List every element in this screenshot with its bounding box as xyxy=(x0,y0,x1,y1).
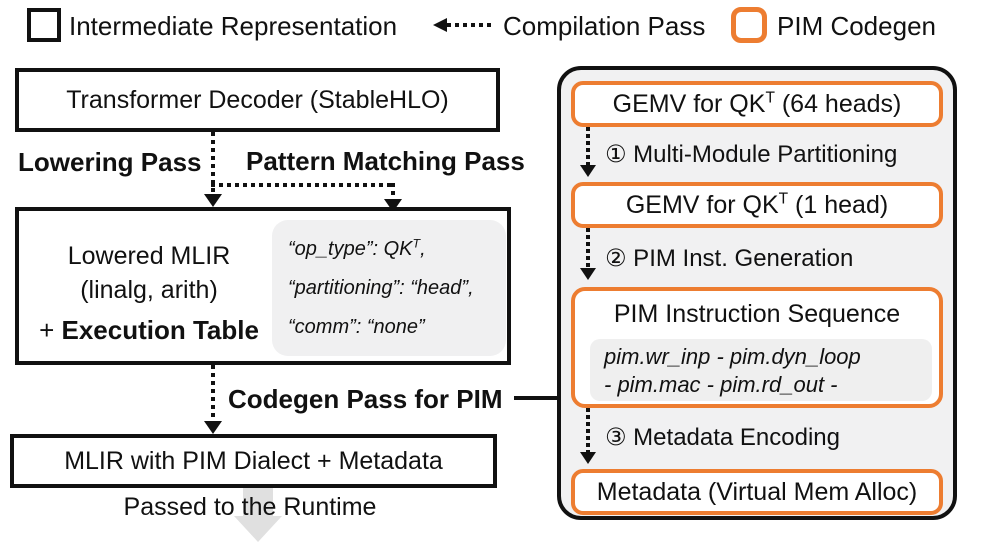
mlir-pim-dialect-box: MLIR with PIM Dialect + Metadata xyxy=(10,434,497,488)
gemv-1-head-box: GEMV for QKT (1 head) xyxy=(571,182,943,228)
gemv1-sup: T xyxy=(778,190,789,208)
arrow-down-icon xyxy=(204,194,222,207)
transformer-decoder-box: Transformer Decoder (StableHLO) xyxy=(15,68,500,132)
gemv64-sup: T xyxy=(765,89,775,107)
dotted-branch-line xyxy=(391,183,395,200)
arrow-down-icon xyxy=(580,452,596,464)
runtime-arrowhead-icon xyxy=(234,516,282,542)
step3-metadata-encoding-label: ③ Metadata Encoding xyxy=(605,424,840,451)
lowered-mlir-label: Lowered MLIR (linalg, arith) xyxy=(23,239,275,307)
lowering-pass-label: Lowering Pass xyxy=(18,147,202,177)
dotted-arrow-line xyxy=(211,132,215,194)
execution-table-text: Execution Table xyxy=(61,315,259,345)
op-type-pre: “op_type”: QK xyxy=(288,238,413,260)
execution-table-snippet: “op_type”: QKT, “partitioning”: “head”, … xyxy=(272,220,506,356)
passed-to-runtime-label: Passed to the Runtime xyxy=(123,493,377,521)
codegen-pass-label: Codegen Pass for PIM xyxy=(228,384,503,414)
dotted-arrow-line xyxy=(586,127,590,167)
codegen-connector-line xyxy=(514,396,560,400)
gemv-64-heads-box: GEMV for QKT (64 heads) xyxy=(571,81,943,127)
gemv64-post: (64 heads) xyxy=(774,90,902,118)
legend-compilation-pass-label: Compilation Pass xyxy=(503,11,706,41)
partitioning-line: “partitioning”: “head”, xyxy=(288,277,474,299)
pim-codegen-panel: GEMV for QKT (64 heads) ① Multi-Module P… xyxy=(557,66,957,520)
pim-codegen-icon xyxy=(731,7,767,43)
arrow-down-icon xyxy=(580,268,596,280)
dotted-arrow-line xyxy=(586,408,590,454)
lowered-mlir-line2: (linalg, arith) xyxy=(80,276,218,304)
arrow-down-icon xyxy=(204,421,222,434)
dotted-arrow-line xyxy=(586,228,590,270)
gemv1-pre: GEMV for QK xyxy=(625,191,779,219)
step2-pim-inst-generation-label: ② PIM Inst. Generation xyxy=(605,245,854,272)
legend-ir-label: Intermediate Representation xyxy=(69,11,398,41)
lowered-mlir-box: Lowered MLIR (linalg, arith) + Execution… xyxy=(15,207,511,365)
legend-pim-codegen-label: PIM Codegen xyxy=(777,11,936,41)
gemv1-post: (1 head) xyxy=(788,191,889,219)
op-type-sup: T xyxy=(412,236,421,251)
execution-table-label: + Execution Table xyxy=(23,315,275,346)
gemv64-pre: GEMV for QK xyxy=(612,90,766,118)
pim-code-line2: - pim.mac - pim.rd_out - xyxy=(604,372,838,397)
intermediate-representation-icon xyxy=(27,8,61,42)
dotted-line-icon xyxy=(447,23,493,27)
pim-instruction-sequence-title: PIM Instruction Sequence xyxy=(613,300,901,328)
dotted-arrow-line xyxy=(211,365,215,422)
op-type-line: “op_type”: QKT, xyxy=(288,230,506,269)
step1-multi-module-partitioning-label: ① Multi-Module Partitioning xyxy=(605,141,898,168)
plus-sign: + xyxy=(39,315,62,345)
op-type-post: , xyxy=(420,238,426,260)
lowered-mlir-line1: Lowered MLIR xyxy=(67,242,231,270)
pim-instruction-code-snippet: pim.wr_inp - pim.dyn_loop - pim.mac - pi… xyxy=(590,339,932,401)
arrow-down-icon xyxy=(580,165,596,177)
runtime-arrow-icon xyxy=(243,488,273,516)
dotted-branch-line xyxy=(211,183,393,187)
pim-code-line1: pim.wr_inp - pim.dyn_loop xyxy=(604,344,861,369)
pim-instruction-sequence-box: PIM Instruction Sequence pim.wr_inp - pi… xyxy=(571,287,943,408)
arrow-left-icon xyxy=(433,18,447,32)
pattern-matching-pass-label: Pattern Matching Pass xyxy=(246,146,525,176)
metadata-box: Metadata (Virtual Mem Alloc) xyxy=(571,469,943,515)
comm-line: “comm”: “none” xyxy=(288,316,425,338)
